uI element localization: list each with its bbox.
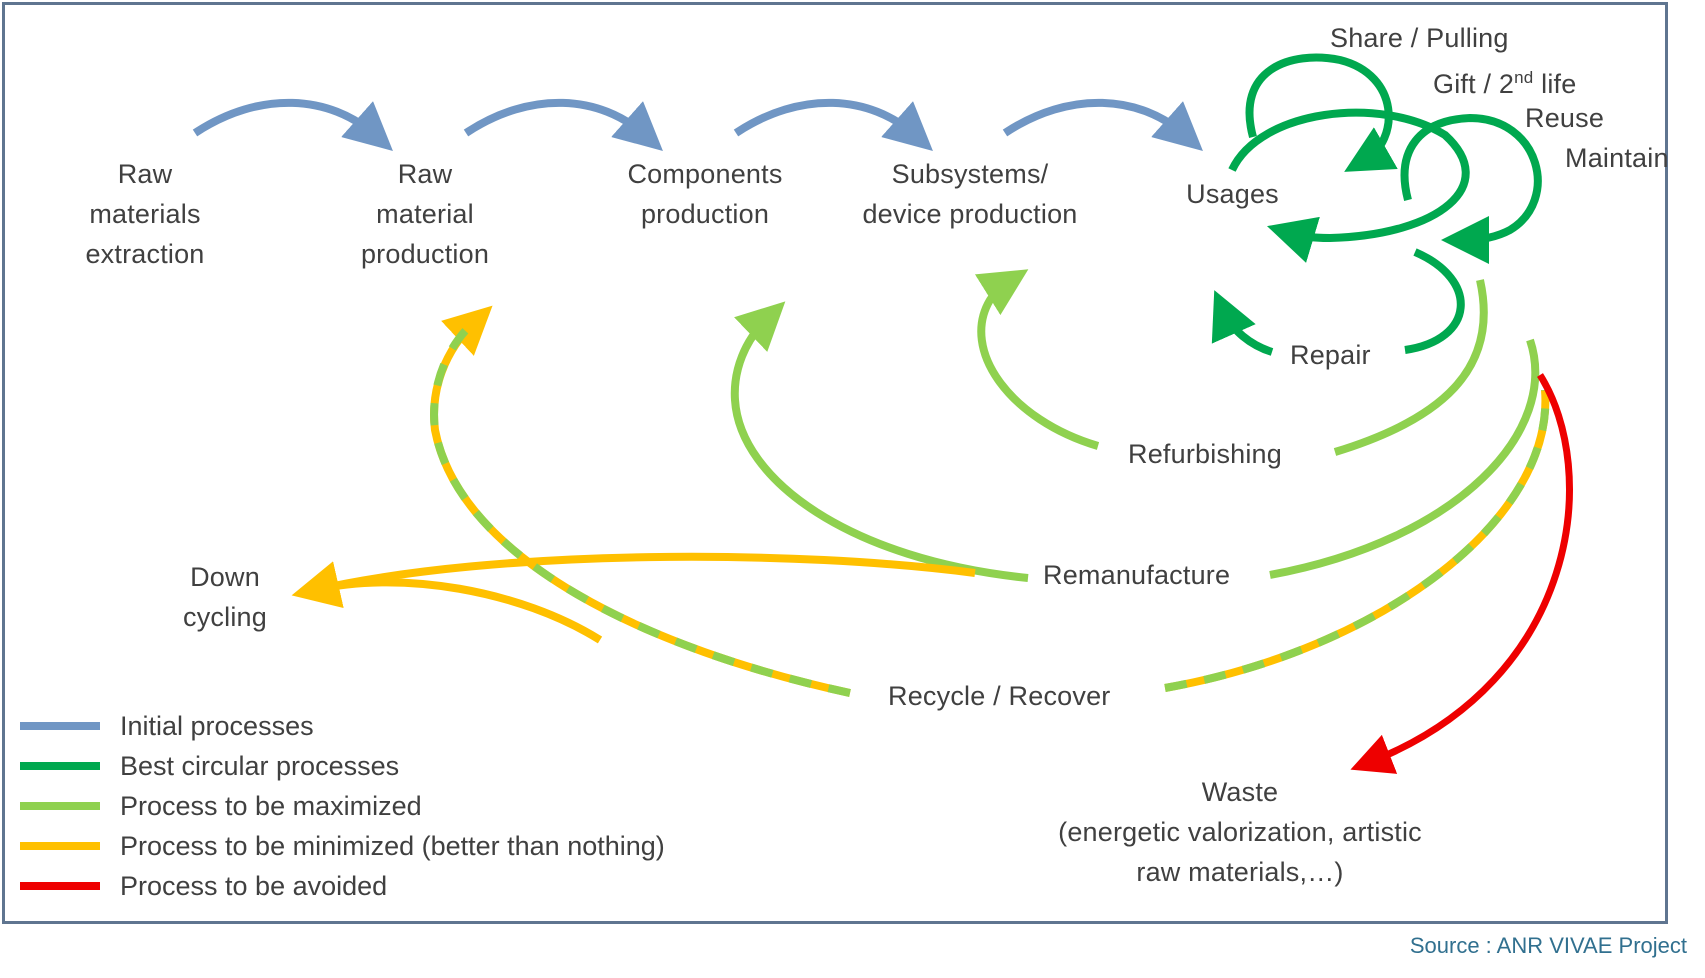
arrow-recycle-left: [430, 305, 851, 697]
arrow-refurbishing: [981, 280, 1488, 456]
legend-label: Process to be avoided: [120, 870, 388, 901]
arrow-remanufacture-to-downcycling: [291, 552, 976, 609]
legend-label: Best circular processes: [120, 750, 400, 781]
node-subsystems-device-production: Subsystems/ device production: [862, 159, 1078, 229]
initial-arrows: [192, 98, 1203, 151]
legend-item-maximize: Process to be maximized: [20, 786, 665, 826]
best-circular-arrows: [1224, 53, 1542, 356]
legend-item-minimize: Process to be minimized (better than not…: [20, 826, 665, 866]
node-maintain: Maintain: [1565, 143, 1669, 173]
arrow-to-waste: [1350, 373, 1573, 774]
arrow-repair-loop: [1224, 248, 1465, 356]
source-credit: Source : ANR VIVAE Project: [1409, 933, 1687, 958]
node-waste: Waste (energetic valorization, artistic …: [1058, 777, 1422, 887]
legend-swatch-maximize: [20, 802, 100, 810]
legend-swatch-best: [20, 762, 100, 770]
arrow-recycle-right-dash: [1164, 389, 1550, 692]
node-usages: Usages: [1186, 179, 1279, 209]
node-down-cycling: Down cycling: [183, 562, 267, 632]
gift-sup: nd: [1514, 68, 1534, 87]
node-share-pulling: Share / Pulling: [1330, 23, 1509, 53]
legend-label: Initial processes: [120, 710, 314, 741]
legend-swatch-minimize: [20, 842, 100, 850]
legend-item-best: Best circular processes: [20, 746, 665, 786]
legend-swatch-initial: [20, 722, 100, 730]
minimize-arrows: [291, 305, 1550, 697]
arrow-recycle-left-dash: [430, 323, 851, 697]
node-components-production: Components production: [627, 159, 783, 229]
node-gift-2nd-life: Gift / 2nd life: [1433, 58, 1576, 104]
legend-label: Process to be minimized (better than not…: [120, 830, 665, 861]
gift-text: Gift / 2: [1433, 69, 1515, 99]
arrow-reuse-loop: [1400, 113, 1542, 264]
node-raw-material-production: Raw material production: [360, 159, 490, 269]
arrow-subsystems-to-usages: [1002, 98, 1203, 151]
legend-label: Process to be maximized: [120, 790, 422, 821]
node-raw-materials-extraction: Raw materials extraction: [85, 159, 205, 269]
node-remanufacture: Remanufacture: [1043, 560, 1231, 590]
arrow-components-to-subsystems: [733, 98, 933, 151]
gift-suffix: life: [1533, 69, 1577, 99]
node-reuse: Reuse: [1525, 103, 1605, 133]
legend-swatch-avoid: [20, 882, 100, 890]
legend-item-avoid: Process to be avoided: [20, 866, 665, 906]
arrow-production-to-components: [463, 98, 663, 151]
arrow-recycle-to-downcycling: [314, 578, 603, 644]
node-recycle-recover: Recycle / Recover: [888, 681, 1111, 711]
arrow-extraction-to-production: [192, 98, 393, 151]
avoid-arrows: [1350, 373, 1573, 774]
node-refurbishing: Refurbishing: [1128, 439, 1282, 469]
node-repair: Repair: [1290, 340, 1371, 370]
legend-item-initial: Initial processes: [20, 706, 665, 746]
arrow-remanufacture: [730, 318, 1540, 582]
legend: Initial processes Best circular processe…: [20, 706, 665, 906]
arrow-gift-loop: [1228, 108, 1470, 263]
arrow-share-loop: [1245, 53, 1398, 172]
maximize-arrows: [730, 280, 1540, 582]
